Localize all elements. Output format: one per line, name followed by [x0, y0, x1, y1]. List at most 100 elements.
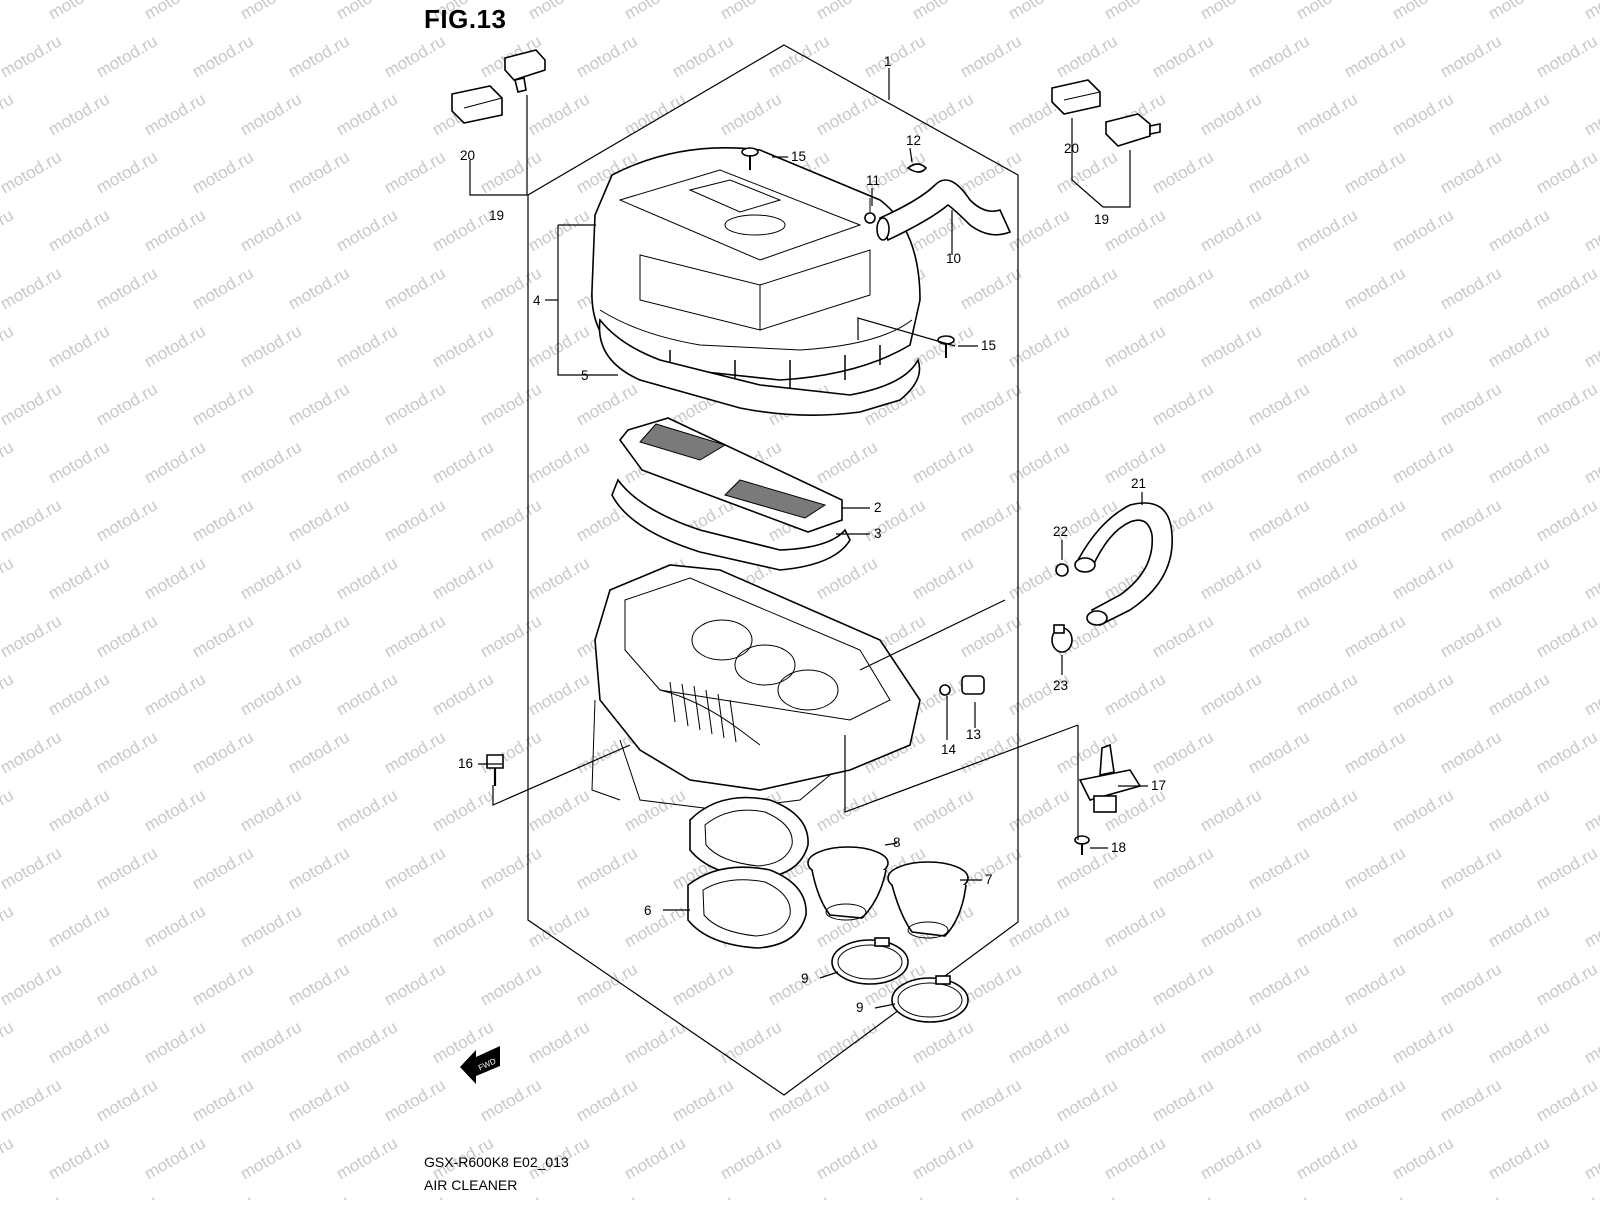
- watermark-text: motod.ru: [1149, 147, 1217, 197]
- callout-3: 3: [874, 526, 882, 541]
- watermark-text: motod.ru: [141, 321, 209, 371]
- watermark-text: motod.ru: [333, 205, 401, 255]
- breather-hose[interactable]: [876, 179, 1012, 242]
- watermark-text: motod.ru: [1581, 205, 1600, 255]
- watermark-text: motod.ru: [429, 669, 497, 719]
- watermark-text: motod.ru: [1245, 379, 1313, 429]
- watermark-text: motod.ru: [381, 31, 449, 81]
- watermark-text: motod.ru: [237, 89, 305, 139]
- watermark-text: motod.ru: [1437, 843, 1505, 893]
- watermark-text: motod.ru: [141, 785, 209, 835]
- watermark-text: motod.ru: [957, 495, 1025, 545]
- watermark-text: motod.ru: [861, 1075, 929, 1125]
- intake-funnel-8[interactable]: [807, 846, 889, 921]
- clamp-23[interactable]: [1051, 624, 1073, 653]
- watermark-text: motod.ru: [237, 0, 305, 23]
- watermark-text: motod.ru: [45, 1133, 113, 1183]
- watermark-text: motod.ru: [477, 959, 545, 1009]
- watermark-text: motod.ru: [1533, 379, 1600, 429]
- watermark-text: motod.ru: [717, 0, 785, 23]
- drain-hose-21[interactable]: [1074, 502, 1173, 627]
- watermark-text: motod.ru: [1293, 0, 1361, 23]
- watermark-text: motod.ru: [285, 147, 353, 197]
- watermark-text: motod.ru: [381, 959, 449, 1009]
- watermark-text: motod.ru: [1437, 959, 1505, 1009]
- clip-11[interactable]: [864, 198, 876, 224]
- watermark-text: motod.ru: [237, 321, 305, 371]
- callout-7: 7: [985, 872, 993, 887]
- watermark-text: motod.ru: [1293, 89, 1361, 139]
- watermark-text: motod.ru: [333, 321, 401, 371]
- clip-22[interactable]: [1055, 563, 1069, 577]
- watermark-text: motod.ru: [1149, 1075, 1217, 1125]
- clip-14[interactable]: [939, 684, 951, 696]
- intake-sensor-17[interactable]: [1078, 743, 1142, 813]
- watermark-text: motod.ru: [0, 89, 17, 139]
- watermark-text: motod.ru: [0, 495, 65, 545]
- screw-15-top[interactable]: [741, 147, 759, 170]
- watermark-text: motod.ru: [333, 785, 401, 835]
- hose-clamp-a[interactable]: [831, 937, 909, 985]
- drain-cap-13[interactable]: [961, 675, 985, 695]
- watermark-text: motod.ru: [669, 1191, 737, 1200]
- watermark-text: motod.ru: [909, 437, 977, 487]
- callout-9b: 9: [856, 1000, 864, 1015]
- callout-10: 10: [946, 251, 961, 266]
- watermark-text: motod.ru: [1245, 263, 1313, 313]
- watermark-text: motod.ru: [1005, 1017, 1073, 1067]
- watermark-text: motod.ru: [1053, 379, 1121, 429]
- watermark-text: motod.ru: [1437, 31, 1505, 81]
- watermark-text: motod.ru: [1245, 959, 1313, 1009]
- watermark-text: motod.ru: [189, 495, 257, 545]
- air-cleaner-case[interactable]: [591, 564, 921, 811]
- connector-20-left[interactable]: [451, 85, 503, 124]
- hose-clamp-b[interactable]: [891, 975, 969, 1023]
- watermark-text: motod.ru: [525, 669, 593, 719]
- watermark-text: motod.ru: [813, 0, 881, 23]
- screw-18[interactable]: [1074, 835, 1090, 855]
- watermark-text: motod.ru: [285, 611, 353, 661]
- intake-funnel-7[interactable]: [887, 861, 969, 939]
- watermark-text: motod.ru: [45, 0, 113, 23]
- connector-20-right[interactable]: [1051, 79, 1101, 115]
- watermark-text: motod.ru: [1149, 959, 1217, 1009]
- clip-12[interactable]: [906, 163, 928, 173]
- watermark-text: motod.ru: [1149, 727, 1217, 777]
- cover-gasket[interactable]: [598, 318, 921, 416]
- connector-19-left[interactable]: [504, 49, 546, 93]
- callout-18: 18: [1111, 840, 1126, 855]
- watermark-text: motod.ru: [189, 31, 257, 81]
- watermark-text: motod.ru: [1245, 495, 1313, 545]
- watermark-text: motod.ru: [1485, 1017, 1553, 1067]
- watermark-text: motod.ru: [1197, 901, 1265, 951]
- watermark-text: motod.ru: [477, 843, 545, 893]
- watermark-text: motod.ru: [1005, 669, 1073, 719]
- watermark-text: motod.ru: [1053, 959, 1121, 1009]
- watermark-text: motod.ru: [1581, 1133, 1600, 1183]
- watermark-text: motod.ru: [1533, 495, 1600, 545]
- watermark-text: motod.ru: [189, 843, 257, 893]
- watermark-text: motod.ru: [333, 437, 401, 487]
- watermark-text: motod.ru: [1485, 553, 1553, 603]
- watermark-text: motod.ru: [1389, 437, 1457, 487]
- watermark-text: motod.ru: [573, 1075, 641, 1125]
- watermark-text: motod.ru: [573, 959, 641, 1009]
- intake-seal-ring[interactable]: [687, 796, 809, 949]
- element-seal[interactable]: [611, 478, 851, 571]
- watermark-text: motod.ru: [1053, 1191, 1121, 1200]
- watermark-text: motod.ru: [621, 901, 689, 951]
- connector-19-right[interactable]: [1105, 113, 1161, 147]
- air-filter-element[interactable]: [618, 417, 843, 533]
- watermark-text: motod.ru: [429, 553, 497, 603]
- watermark-text: motod.ru: [1485, 321, 1553, 371]
- watermark-text: motod.ru: [1533, 843, 1600, 893]
- watermark-text: motod.ru: [189, 1191, 257, 1200]
- watermark-text: motod.ru: [1293, 437, 1361, 487]
- watermark-text: motod.ru: [1389, 669, 1457, 719]
- watermark-text: motod.ru: [0, 553, 17, 603]
- watermark-text: motod.ru: [93, 843, 161, 893]
- watermark-text: motod.ru: [45, 553, 113, 603]
- watermark-text: motod.ru: [0, 0, 17, 23]
- callout-19b: 19: [1094, 212, 1109, 227]
- watermark-text: motod.ru: [1293, 553, 1361, 603]
